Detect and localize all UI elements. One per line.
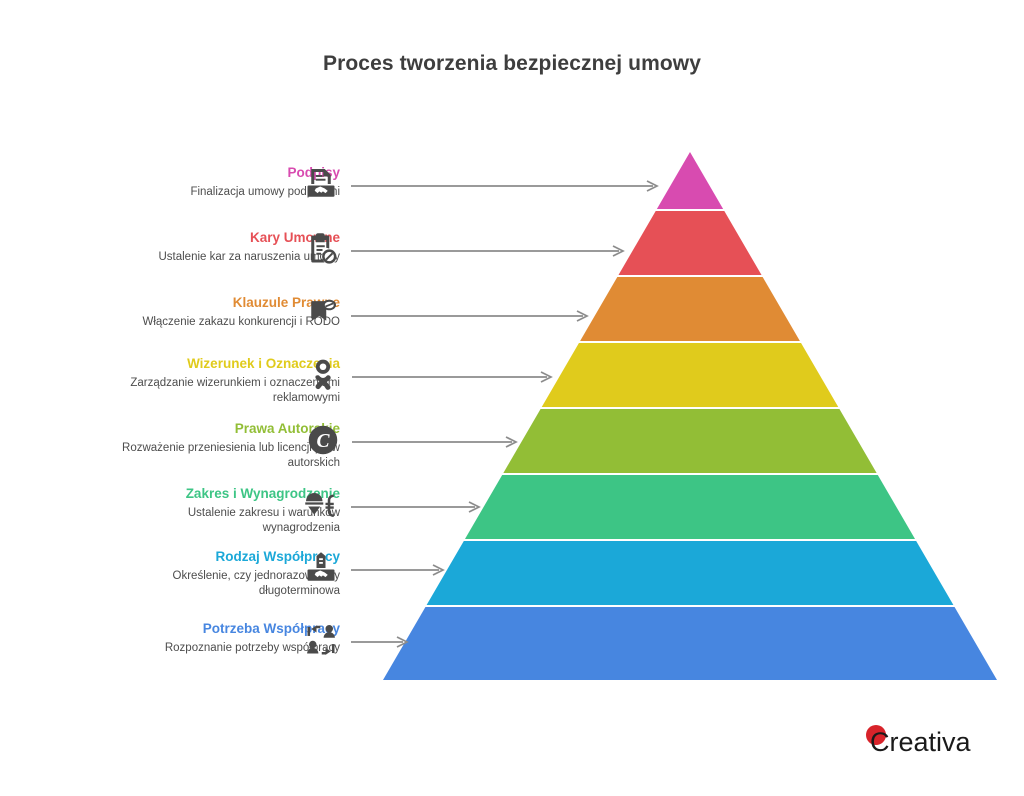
- level-heading: Zakres i Wynagrodzenie: [185, 486, 340, 501]
- pyramid-band-podpisy: [383, 152, 997, 209]
- logo-red-dot: [866, 725, 886, 745]
- logo-svg: Creativa: [866, 725, 972, 757]
- connector-arrow: [351, 636, 413, 648]
- connector-arrow: [352, 371, 557, 383]
- level-text-block: Rodzaj Współpracy Określenie, czy jednor…: [108, 548, 340, 599]
- level-text-block: Zakres i Wynagrodzenie Ustalenie zakresu…: [108, 485, 340, 536]
- creativa-logo: Creativa: [862, 724, 1002, 758]
- pyramid-level-row: Klauzule Prawne Włączenie zakazu konkure…: [0, 294, 589, 356]
- pyramid-chart: [380, 145, 1005, 690]
- level-description: Włączenie zakazu konkurencji i RODO: [142, 316, 341, 328]
- level-description: Określenie, czy jednorazowa czy długoter…: [172, 570, 340, 597]
- pyramid-level-row: Rodzaj Współpracy Określenie, czy jednor…: [0, 548, 445, 610]
- page-title: Proces tworzenia bezpiecznej umowy: [322, 52, 701, 75]
- level-description: Rozpoznanie potrzeby współpracy: [164, 642, 340, 654]
- pyramid-level-row: Zakres i Wynagrodzenie Ustalenie zakresu…: [0, 485, 481, 547]
- bookmark-seal-icon: [303, 296, 339, 332]
- pyramid-band-kary-umowne: [383, 211, 997, 275]
- svg-text:C: C: [316, 431, 330, 452]
- logo-wordmark: Creativa: [870, 727, 972, 757]
- level-text-block: Potrzeba Współpracy Rozpoznanie potrzeby…: [108, 620, 340, 656]
- pyramid-band-rodzaj-wspolpracy: [383, 541, 997, 605]
- pyramid-svg: [383, 152, 997, 680]
- connector-arrow: [351, 180, 663, 192]
- level-description: Ustalenie kar za naruszenia umowy: [158, 251, 340, 263]
- pyramid-level-row: Wizerunek i Oznaczenia Zarządzanie wizer…: [0, 355, 553, 417]
- connector-arrow: [351, 245, 629, 257]
- pyramid-band-klauzule-prawne: [383, 277, 997, 341]
- worker-payment-icon: [303, 487, 339, 523]
- level-description: Ustalenie zakresu i warunków wynagrodzen…: [187, 507, 340, 534]
- level-heading: Wizerunek i Oznaczenia: [187, 356, 340, 371]
- pyramid-level-row: Kary Umowne Ustalenie kar za naruszenia …: [0, 229, 625, 291]
- pyramid-level-row: Prawa Autorskie Rozważenie przeniesienia…: [0, 420, 518, 482]
- connector-arrow: [351, 310, 593, 322]
- level-heading: Potrzeba Współpracy: [202, 621, 340, 636]
- pyramid-level-row: Podpisy Finalizacja umowy podpisami: [0, 164, 659, 226]
- level-text-block: Wizerunek i Oznaczenia Zarządzanie wizer…: [108, 355, 340, 406]
- level-description: Rozważenie przeniesienia lub licencji pr…: [122, 442, 340, 469]
- level-heading: Rodzaj Współpracy: [215, 549, 340, 564]
- pyramid-level-row: Potrzeba Współpracy Rozpoznanie potrzeby…: [0, 620, 409, 682]
- clipboard-prohibited-icon: [303, 231, 339, 267]
- level-text-block: Prawa Autorskie Rozważenie przeniesienia…: [108, 420, 340, 471]
- pyramid-band-potrzeba-wspolpracy: [383, 607, 997, 680]
- connector-arrow: [351, 501, 485, 513]
- building-handshake-icon: [303, 550, 339, 586]
- document-handshake-icon: [303, 166, 339, 202]
- people-exchange-icon: [303, 622, 339, 658]
- connector-arrow: [352, 436, 522, 448]
- connector-arrow: [351, 564, 449, 576]
- pyramid-bands: [383, 152, 997, 680]
- copyright-icon: C: [305, 422, 341, 458]
- person-branding-icon: [305, 357, 341, 393]
- level-description: Finalizacja umowy podpisami: [190, 186, 340, 198]
- level-description: Zarządzanie wizerunkiem i oznaczeniami r…: [130, 377, 340, 404]
